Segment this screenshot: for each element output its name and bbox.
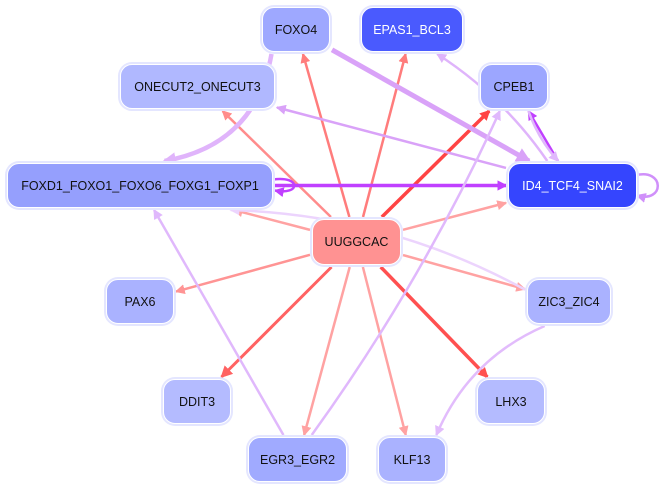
edge-foxo4-to-id4 xyxy=(330,47,532,164)
edge-cpeb1-to-id4 xyxy=(527,110,559,162)
edge-uuggcac-to-onecut2_onecut3 xyxy=(221,110,332,218)
edge-id4-to-id4 xyxy=(634,173,659,203)
edge-uuggcac-to-id4 xyxy=(402,200,508,232)
node-label: ZIC3_ZIC4 xyxy=(538,294,600,309)
node-label: EGR3_EGR2 xyxy=(259,452,336,467)
node-label: FOXD1_FOXO1_FOXO6_FOXG1_FOXP1 xyxy=(21,178,259,193)
edge-uuggcac-to-cpeb1 xyxy=(380,109,491,219)
node-id4[interactable]: ID4_TCF4_SNAI2 xyxy=(508,163,637,208)
edge-foxd1-to-foxd1 xyxy=(272,177,296,198)
node-ddit3[interactable]: DDIT3 xyxy=(163,379,231,424)
node-zic3-zic4[interactable]: ZIC3_ZIC4 xyxy=(527,279,611,324)
edge-uuggcac-to-lhx3 xyxy=(379,265,489,379)
node-pax6[interactable]: PAX6 xyxy=(106,279,174,324)
node-label: ID4_TCF4_SNAI2 xyxy=(522,178,623,193)
edge-uuggcac-to-klf13 xyxy=(361,266,409,437)
node-foxd1[interactable]: FOXD1_FOXO1_FOXO6_FOXG1_FOXP1 xyxy=(7,163,273,208)
node-label: CPEB1 xyxy=(493,79,535,94)
node-uuggcac[interactable]: UUGGCAC xyxy=(312,219,401,265)
edge-id4-to-onecut2_onecut3 xyxy=(275,104,507,170)
edge-egr3_egr2-to-cpeb1 xyxy=(310,109,501,436)
node-cpeb1[interactable]: CPEB1 xyxy=(480,64,548,109)
node-label: UUGGCAC xyxy=(324,235,389,249)
node-label: KLF13 xyxy=(393,452,431,467)
node-label: DDIT3 xyxy=(178,394,216,409)
node-label: FOXO4 xyxy=(274,22,318,37)
edge-uuggcac-to-zic3_zic4 xyxy=(402,253,527,292)
node-label: PAX6 xyxy=(124,294,156,309)
edge-uuggcac-to-ddit3 xyxy=(220,265,333,379)
node-label: ONECUT2_ONECUT3 xyxy=(134,79,261,94)
edge-uuggcac-to-foxo4 xyxy=(300,52,351,218)
node-egr3-egr2[interactable]: EGR3_EGR2 xyxy=(248,437,347,482)
edge-egr3_egr2-to-foxd1 xyxy=(152,208,285,436)
node-lhx3[interactable]: LHX3 xyxy=(477,379,545,424)
node-foxo4[interactable]: FOXO4 xyxy=(262,7,330,52)
node-klf13[interactable]: KLF13 xyxy=(378,437,446,482)
edge-uuggcac-to-pax6 xyxy=(174,253,311,295)
node-onecut2-onecut3[interactable]: ONECUT2_ONECUT3 xyxy=(120,64,275,109)
node-label: EPAS1_BCL3 xyxy=(373,22,451,37)
edge-zic3_zic4-to-klf13 xyxy=(435,324,546,437)
node-label: LHX3 xyxy=(495,394,527,409)
node-epas1-bcl3[interactable]: EPAS1_BCL3 xyxy=(361,7,463,52)
edge-uuggcac-to-foxd1 xyxy=(232,207,311,232)
edge-uuggcac-to-egr3_egr2 xyxy=(301,266,351,437)
